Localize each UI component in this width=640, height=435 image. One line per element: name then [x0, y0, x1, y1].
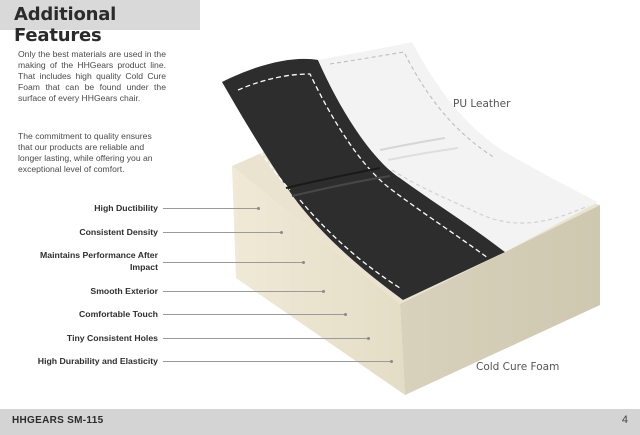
- title-bar: Additional Features: [0, 0, 200, 46]
- feature-pointer-dot: [322, 290, 325, 293]
- feature-high-ductibility: High Ductibility: [94, 203, 158, 213]
- white-leather: [318, 42, 598, 252]
- feature-comfortable-touch: Comfortable Touch: [79, 309, 158, 319]
- feature-maintains-performance: Maintains Performance After Impact: [40, 250, 158, 272]
- cold-cure-foam-label: Cold Cure Foam: [476, 361, 560, 373]
- footer-brand: HHGEARS SM-115: [12, 415, 104, 426]
- foam-front-face: [232, 166, 405, 395]
- feature-leader-line: [163, 291, 323, 292]
- feature-leader-line: [163, 262, 303, 263]
- feature-leader-line: [163, 208, 258, 209]
- foam-side-face: [400, 205, 600, 395]
- pu-leather-label: PU Leather: [453, 98, 511, 110]
- black-leather: [222, 58, 505, 301]
- feature-high-durability: High Durability and Elasticity: [37, 356, 158, 366]
- feature-leader-line: [163, 361, 391, 362]
- feature-pointer-dot: [302, 261, 305, 264]
- page-number: 4: [621, 414, 628, 426]
- feature-pointer-dot: [257, 207, 260, 210]
- feature-pointer-dot: [367, 337, 370, 340]
- intro-paragraph-2: The commitment to quality ensures that o…: [18, 131, 153, 174]
- feature-leader-line: [163, 314, 345, 315]
- feature-pointer-dot: [344, 313, 347, 316]
- feature-consistent-density: Consistent Density: [79, 227, 158, 237]
- feature-tiny-consistent-holes: Tiny Consistent Holes: [66, 333, 158, 343]
- page-title: Additional Features: [14, 4, 117, 46]
- feature-leader-line: [163, 338, 368, 339]
- feature-pointer-dot: [280, 231, 283, 234]
- feature-leader-line: [163, 232, 281, 233]
- intro-paragraph-1: Only the best materials are used in the …: [18, 49, 166, 103]
- feature-pointer-dot: [390, 360, 393, 363]
- feature-smooth-exterior: Smooth Exterior: [90, 286, 158, 296]
- footer-bar: HHGEARS SM-115 4: [0, 409, 640, 435]
